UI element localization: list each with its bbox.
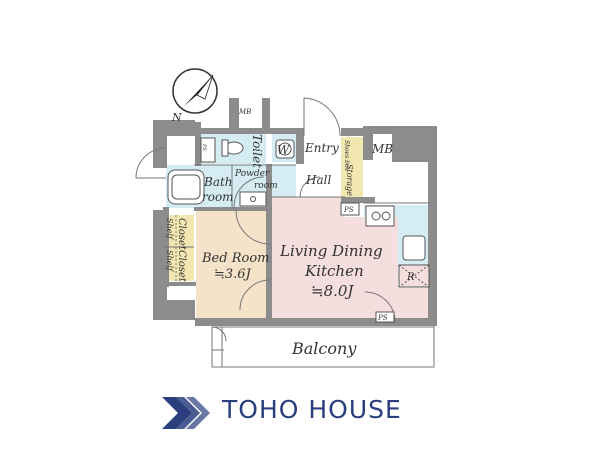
ldk-label-2: Kitchen <box>304 262 364 280</box>
ldk-floor <box>272 197 430 322</box>
w-label: W <box>277 143 291 157</box>
compass-label: N <box>171 111 182 124</box>
ps-hall-label: PS <box>343 206 354 214</box>
room-labels: MB MB Toilet W Entry Shoes box Storage H… <box>165 108 415 358</box>
ps-bottom-label: PS <box>377 314 388 322</box>
compass-needle-icon <box>184 75 213 106</box>
bedroom-floor <box>196 209 270 321</box>
bathtub <box>167 169 205 205</box>
fixtures <box>167 137 430 323</box>
ldk-label-3: ≒8.0J <box>311 282 354 300</box>
closet-1-label: Closet <box>176 218 187 251</box>
entry-label: Entry <box>304 141 339 155</box>
thin-lines <box>164 164 435 368</box>
ps-box-left <box>200 137 216 163</box>
shelf-1-label: Shelf <box>165 218 174 241</box>
balcony-label: Balcony <box>291 339 357 358</box>
toho-house-logo: TOHO HOUSE <box>162 395 402 429</box>
kitchen-sink <box>402 235 426 261</box>
toilet-label: Toilet <box>250 134 264 168</box>
ps-left-label: PS <box>201 143 207 151</box>
compass: N <box>171 68 218 124</box>
bath-label-1: Bath <box>203 175 233 189</box>
logo-text: TOHO HOUSE <box>221 395 402 424</box>
ps-box-bottom <box>375 311 395 323</box>
bath-label-2: room <box>202 190 234 204</box>
door-swings <box>135 97 396 342</box>
storage-label: Storage <box>345 164 354 196</box>
shelf-2-label: Shelf <box>165 250 174 273</box>
sink-counter <box>239 191 267 207</box>
closet-2-label: Closet <box>176 250 187 283</box>
hall-label: Hall <box>305 173 331 187</box>
logo-mark-icon <box>162 397 210 429</box>
mb-top-label: MB <box>238 108 251 116</box>
shoes-box <box>341 137 363 197</box>
r-label: R <box>406 272 415 283</box>
ps-box-hall <box>340 202 360 216</box>
ldk-label-1: Living Dining <box>279 242 383 260</box>
powder-label-1: Powder <box>234 169 270 179</box>
powder-label-2: room <box>254 181 278 191</box>
mb-right-label: MB <box>371 142 393 156</box>
bedroom-label-2: ≒3.6J <box>214 267 252 282</box>
bedroom-label-1: Bed Room <box>201 251 269 266</box>
compass-circle <box>172 68 218 114</box>
shoes-box-label: Shoes box <box>343 140 350 172</box>
